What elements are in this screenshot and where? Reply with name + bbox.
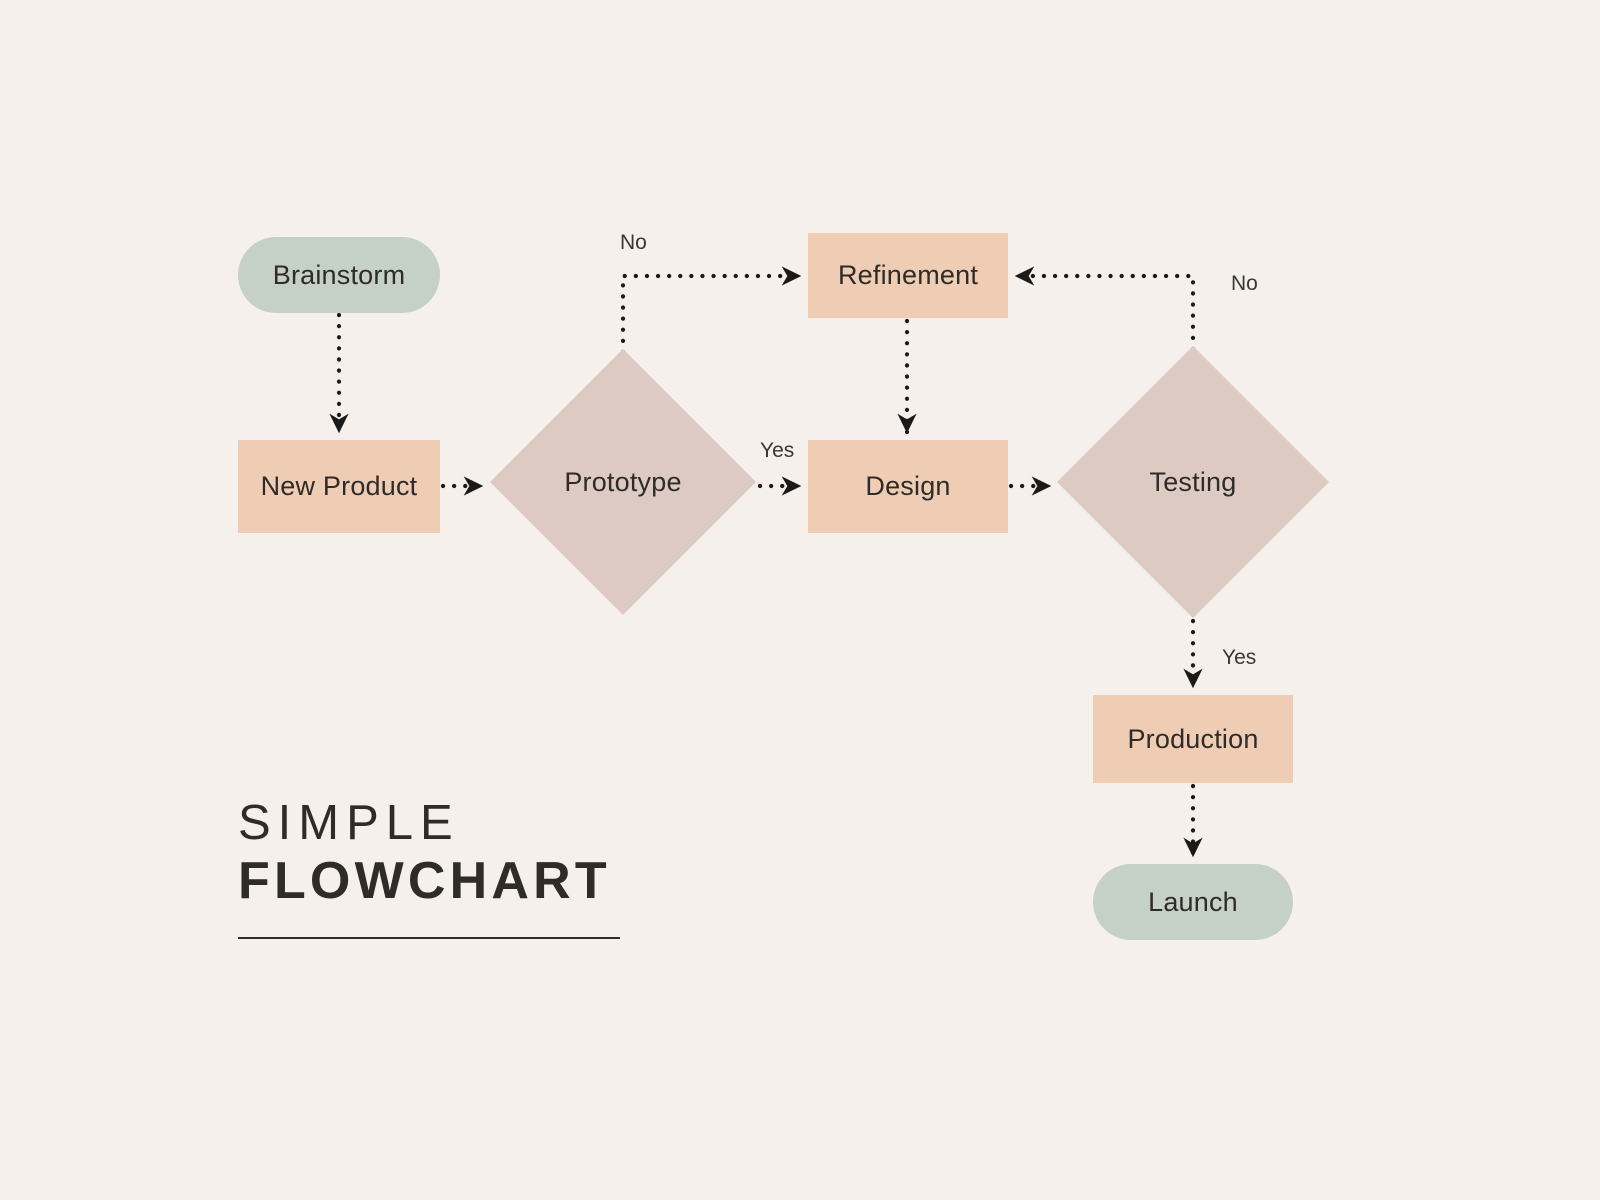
title-line-simple: SIMPLE [238, 796, 460, 850]
node-prototype[interactable]: Prototype [490, 349, 756, 615]
edge-label-yes-production: Yes [1222, 646, 1257, 669]
node-production-label: Production [1127, 723, 1259, 754]
edge-testing-to-refinement [1013, 266, 1196, 352]
node-testing[interactable]: Testing [1057, 346, 1329, 618]
node-new-product[interactable]: New Product [238, 440, 440, 533]
node-refinement[interactable]: Refinement [808, 233, 1008, 318]
node-production[interactable]: Production [1093, 695, 1293, 783]
prototype-diamond-icon [490, 349, 756, 615]
testing-diamond-icon [1057, 346, 1329, 618]
title-underline-rule [238, 937, 620, 940]
node-prototype-label: Prototype [564, 466, 682, 497]
edge-prototype-to-refinement [620, 266, 803, 355]
node-design-label: Design [865, 471, 951, 501]
node-testing-label: Testing [1149, 466, 1237, 497]
node-refinement-label: Refinement [837, 260, 979, 290]
node-brainstorm[interactable]: Brainstorm [238, 237, 440, 313]
node-brainstorm-label: Brainstorm [272, 259, 406, 290]
edge-label-yes-design: Yes [760, 439, 795, 462]
node-launch-label: Launch [1148, 886, 1238, 917]
node-new-product-label: New Product [260, 471, 418, 501]
edge-label-no-testing: No [1231, 272, 1258, 295]
edge-label-no-prototype: No [620, 231, 647, 254]
node-design[interactable]: Design [808, 440, 1008, 533]
title-line-flowchart: FLOWCHART [238, 851, 611, 910]
title-block: SIMPLE FLOWCHART [238, 796, 620, 940]
node-launch[interactable]: Launch [1093, 864, 1293, 940]
